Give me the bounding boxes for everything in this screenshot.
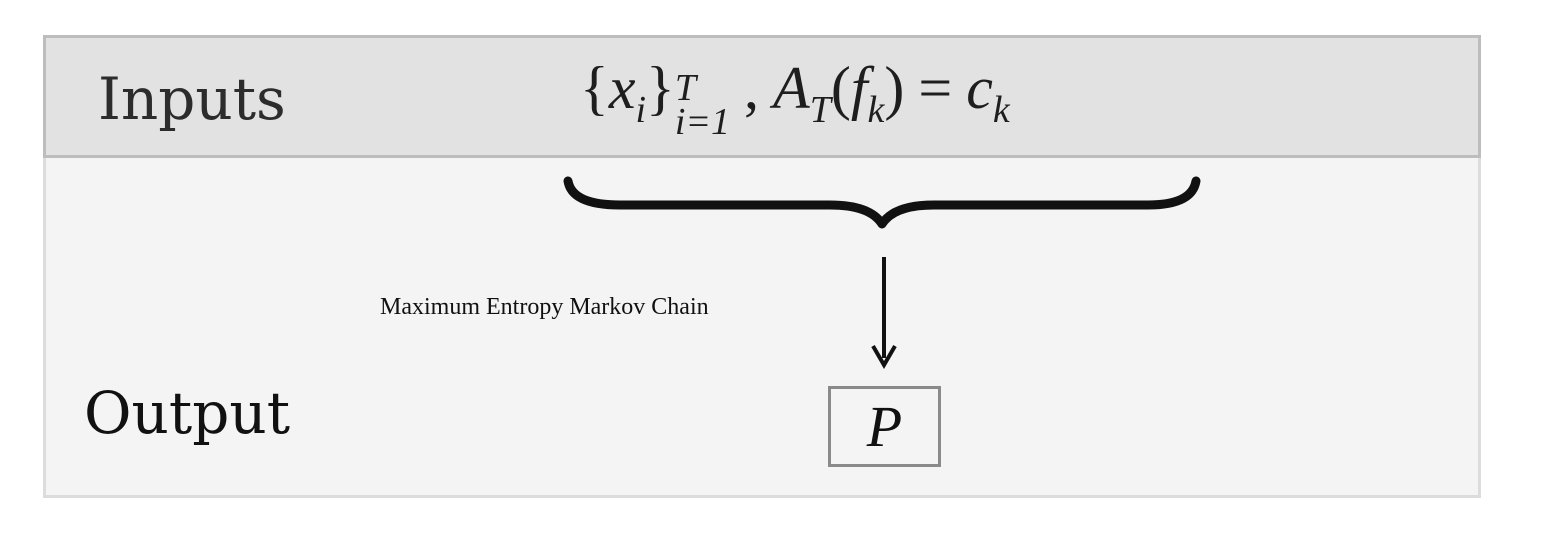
formula-sub-T: T [809,89,831,131]
output-node-box: P [828,386,941,467]
underbrace-icon [563,176,1201,229]
formula-c: c [966,55,993,121]
formula-lower-limit: i=1 [674,101,731,143]
inputs-row-label: Inputs [98,65,286,133]
edge-label: Maximum Entropy Markov Chain [380,294,709,320]
formula-paren-open: ( [830,55,851,121]
formula-close-brace: } [646,55,675,121]
formula-open-brace: { [580,55,609,121]
output-row-label: Output [84,379,291,447]
formula-upper-limit: T [674,66,696,109]
formula-A: A [773,55,810,121]
formula-equals: = [918,55,953,121]
inputs-band [43,35,1481,158]
arrow-head-icon [871,344,897,369]
formula-comma: , [744,55,760,121]
formula-paren-close: ) [884,55,905,121]
formula-sub-i: i [635,89,647,131]
formula-f: f [850,55,868,121]
formula-sub-k: k [867,89,885,131]
output-node-symbol: P [866,393,903,459]
formula-sub-k2: k [992,89,1010,131]
formula-x: x [608,55,636,121]
